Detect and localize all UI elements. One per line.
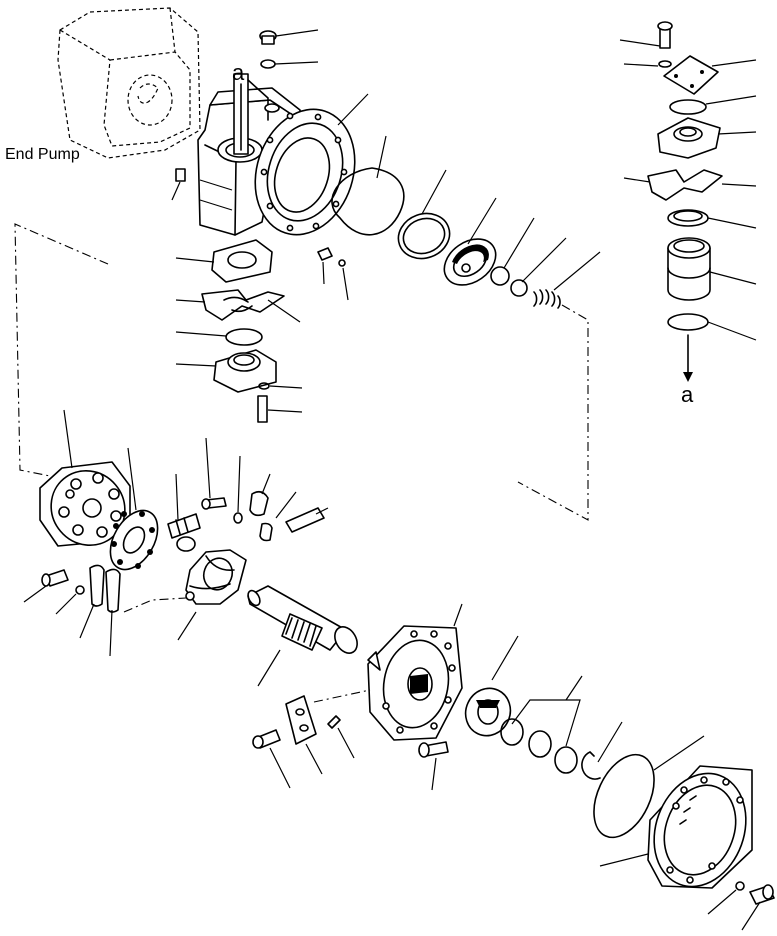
rear-end-cover <box>647 765 753 889</box>
cylinder-block <box>39 461 131 547</box>
port-cover-stack-left <box>201 239 285 423</box>
ref-a-top: a <box>232 60 245 85</box>
end-plate <box>367 625 463 741</box>
bearing-rings <box>464 687 601 780</box>
main-housing <box>197 73 356 236</box>
large-o-ring <box>593 753 655 839</box>
end-pump-ghost <box>57 7 201 159</box>
middle-bolts <box>201 490 325 542</box>
top-plug <box>259 30 277 69</box>
bottom-bolt <box>735 881 775 905</box>
end-pump-label: End Pump <box>5 146 80 163</box>
assembly-axis-left <box>14 223 109 479</box>
port-cover-stack-right <box>647 21 723 382</box>
dowel-pin <box>327 715 341 729</box>
swash-plate <box>185 549 247 605</box>
small-cover-plate <box>252 695 449 758</box>
assembly-axis-right <box>517 304 589 521</box>
assembly-axis-swash <box>123 597 187 613</box>
drive-shaft <box>247 585 358 654</box>
retainer-plate <box>109 509 159 571</box>
ref-a-bottom: a <box>681 382 694 407</box>
small-plug-left <box>175 168 186 182</box>
center-shaft-pin <box>167 513 201 552</box>
assembly-axis-shaft <box>313 689 371 703</box>
top-gasket-rings <box>317 167 561 309</box>
left-small-parts <box>41 564 121 613</box>
